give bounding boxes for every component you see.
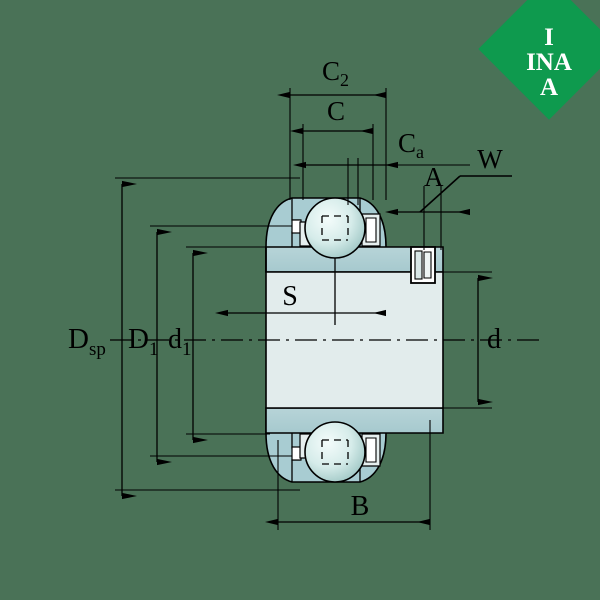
callout-label-W: W [477, 144, 503, 174]
ball-upper [304, 197, 366, 259]
bore-outline [265, 271, 444, 409]
logo-line-2: INA [526, 49, 572, 76]
logo-line-3: A [540, 74, 558, 101]
dim-label-B: B [351, 491, 370, 522]
seal-detail-upper-right [365, 217, 377, 243]
dimension-S: S [215, 258, 386, 325]
ball-lower-hidden-lines [321, 439, 349, 465]
ball-upper-hidden-lines [321, 215, 349, 241]
vertical-dimensions: Dsp D1 d1 [68, 177, 300, 500]
bore-region-lower [266, 344, 443, 408]
ball-lower [304, 421, 366, 483]
dim-label-d1: d1 [168, 324, 192, 360]
grub-screw-hex-upper [423, 251, 432, 279]
logo-line-1: I [544, 24, 554, 51]
dim-label-C: C [327, 96, 345, 126]
dim-label-Dsp: Dsp [68, 323, 106, 360]
dim-label-d: d [487, 324, 501, 355]
dim-label-D1: D1 [128, 323, 158, 360]
ina-logo: I INA A [478, 0, 600, 120]
dim-label-S: S [282, 281, 298, 312]
dim-label-C2: C2 [322, 56, 349, 90]
bore-dimension: d [443, 271, 501, 409]
grub-screw-thread-upper [414, 250, 423, 280]
seal-detail-lower-right [365, 437, 377, 463]
dim-label-A: A [424, 162, 444, 192]
dim-label-Ca: Ca [398, 128, 424, 162]
horizontal-dimensions-top: C2 C Ca A W [277, 56, 512, 250]
dimension-B: B [265, 420, 431, 530]
bore-region-mid [266, 336, 443, 344]
callout-W-leader [419, 175, 461, 213]
bearing-cross-section [110, 197, 540, 483]
